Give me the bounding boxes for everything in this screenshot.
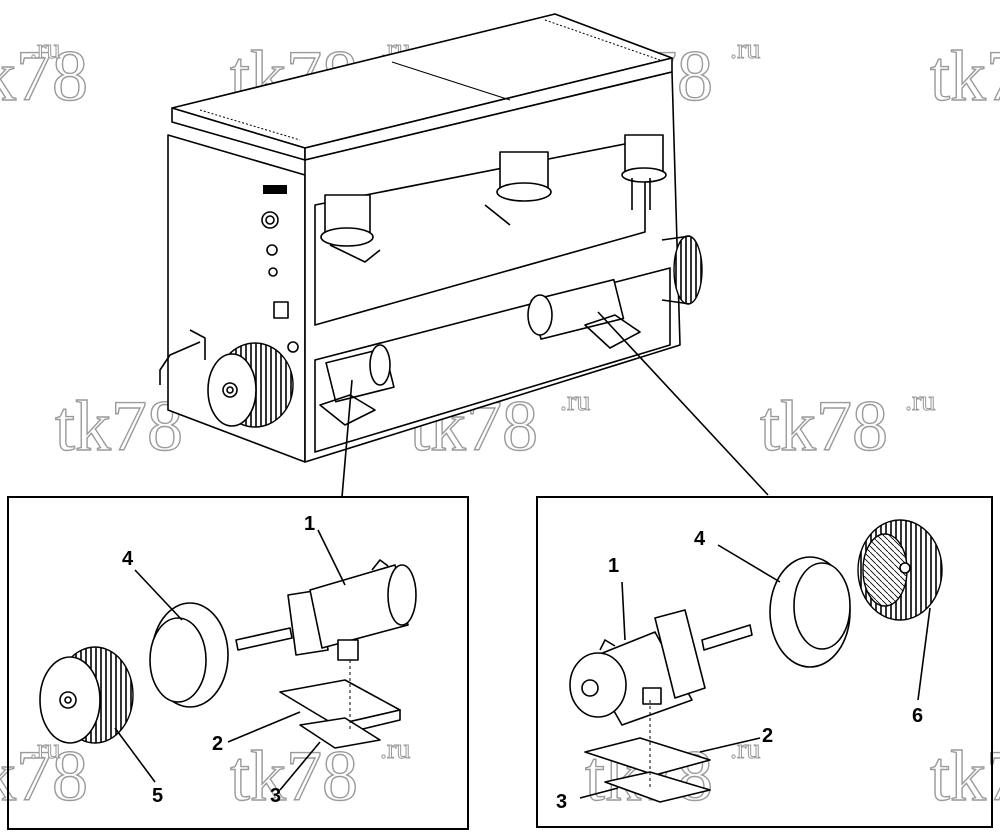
callout-leader (114, 727, 156, 783)
watermark-suffix: .ru (730, 734, 760, 765)
callout-label-1: 1 (608, 555, 619, 577)
callout-leader (134, 569, 183, 621)
roof-seam (391, 61, 511, 101)
upper-cylinder (320, 194, 381, 263)
blower-wheel (39, 646, 134, 744)
callout-label-1: 1 (304, 513, 315, 535)
motor-shaft (701, 624, 753, 651)
hvac-unit-assembly (159, 13, 703, 463)
watermark-suffix: .ru (730, 34, 760, 65)
mounting-bracket (584, 737, 711, 776)
watermark: tk78 .ru (0, 34, 89, 117)
roof-grille (199, 109, 301, 141)
watermark: tk78 .ru (229, 734, 411, 817)
callout-label-6: 6 (912, 705, 923, 727)
end-blower-wheel (207, 342, 294, 428)
watermark-suffix: .ru (560, 386, 590, 417)
motor-shaft (235, 627, 293, 651)
callout-leader (279, 741, 321, 791)
callout-label-3: 3 (556, 791, 567, 813)
left-detail-panel: 1 4 2 5 3 (7, 496, 469, 830)
indicator-icon (287, 341, 299, 353)
blower-motor (287, 559, 417, 661)
leader-line (597, 311, 769, 496)
callout-label-2: 2 (762, 725, 773, 747)
mounting-ring (769, 556, 851, 668)
callout-label-4: 4 (122, 548, 134, 570)
watermark-text: tk78 (760, 386, 888, 466)
watermark-text: tk78 (930, 36, 1000, 116)
callout-label-5: 5 (152, 785, 163, 807)
watermark: tk78 (929, 735, 1000, 816)
callout-label-4: 4 (694, 528, 706, 550)
watermark-suffix: .ru (30, 34, 60, 65)
watermark-suffix: .ru (30, 734, 60, 765)
watermark-suffix: .ru (905, 386, 935, 417)
callout-label-2: 2 (212, 733, 223, 755)
callout-label-3: 3 (270, 785, 281, 807)
watermark-text: tk78 (0, 36, 88, 116)
upper-cylinder (484, 151, 552, 226)
callout-leader (317, 529, 346, 586)
panel-frame (536, 496, 993, 828)
base-plate (604, 771, 711, 803)
mounting-ring (149, 602, 229, 708)
switch-icon (273, 301, 289, 319)
callout-leader (917, 607, 931, 701)
callout-leader (699, 737, 761, 753)
lower-motor-left (319, 344, 395, 426)
drain-pipe (159, 329, 206, 385)
lower-motor-right (527, 278, 641, 349)
blower-motor (569, 609, 706, 726)
panel-frame (7, 496, 469, 830)
callout-leader (717, 544, 781, 583)
watermark-text: tk78 (930, 736, 1000, 816)
watermark-text: tk78 (55, 386, 183, 466)
indicator-icon (266, 244, 278, 256)
watermark: tk78 .ru (759, 385, 936, 466)
indicator-icon (268, 267, 278, 277)
side-blower-wheel (661, 235, 703, 305)
callout-leader (621, 581, 626, 641)
nameplate (263, 185, 287, 194)
right-detail-panel: 1 4 2 6 3 (536, 496, 993, 828)
roof-grille (544, 19, 661, 61)
blower-wheel (857, 519, 943, 621)
watermark-text: tk78 (230, 736, 358, 816)
watermark: tk78 .ru (0, 734, 89, 817)
upper-cylinder (621, 134, 667, 210)
watermark: tk78 (929, 35, 1000, 116)
watermark-text: tk78 (0, 736, 88, 816)
callout-leader (579, 787, 619, 799)
leader-line (341, 379, 353, 498)
watermark-suffix: .ru (380, 734, 410, 765)
callout-leader (227, 711, 301, 743)
base-plate (299, 717, 381, 749)
